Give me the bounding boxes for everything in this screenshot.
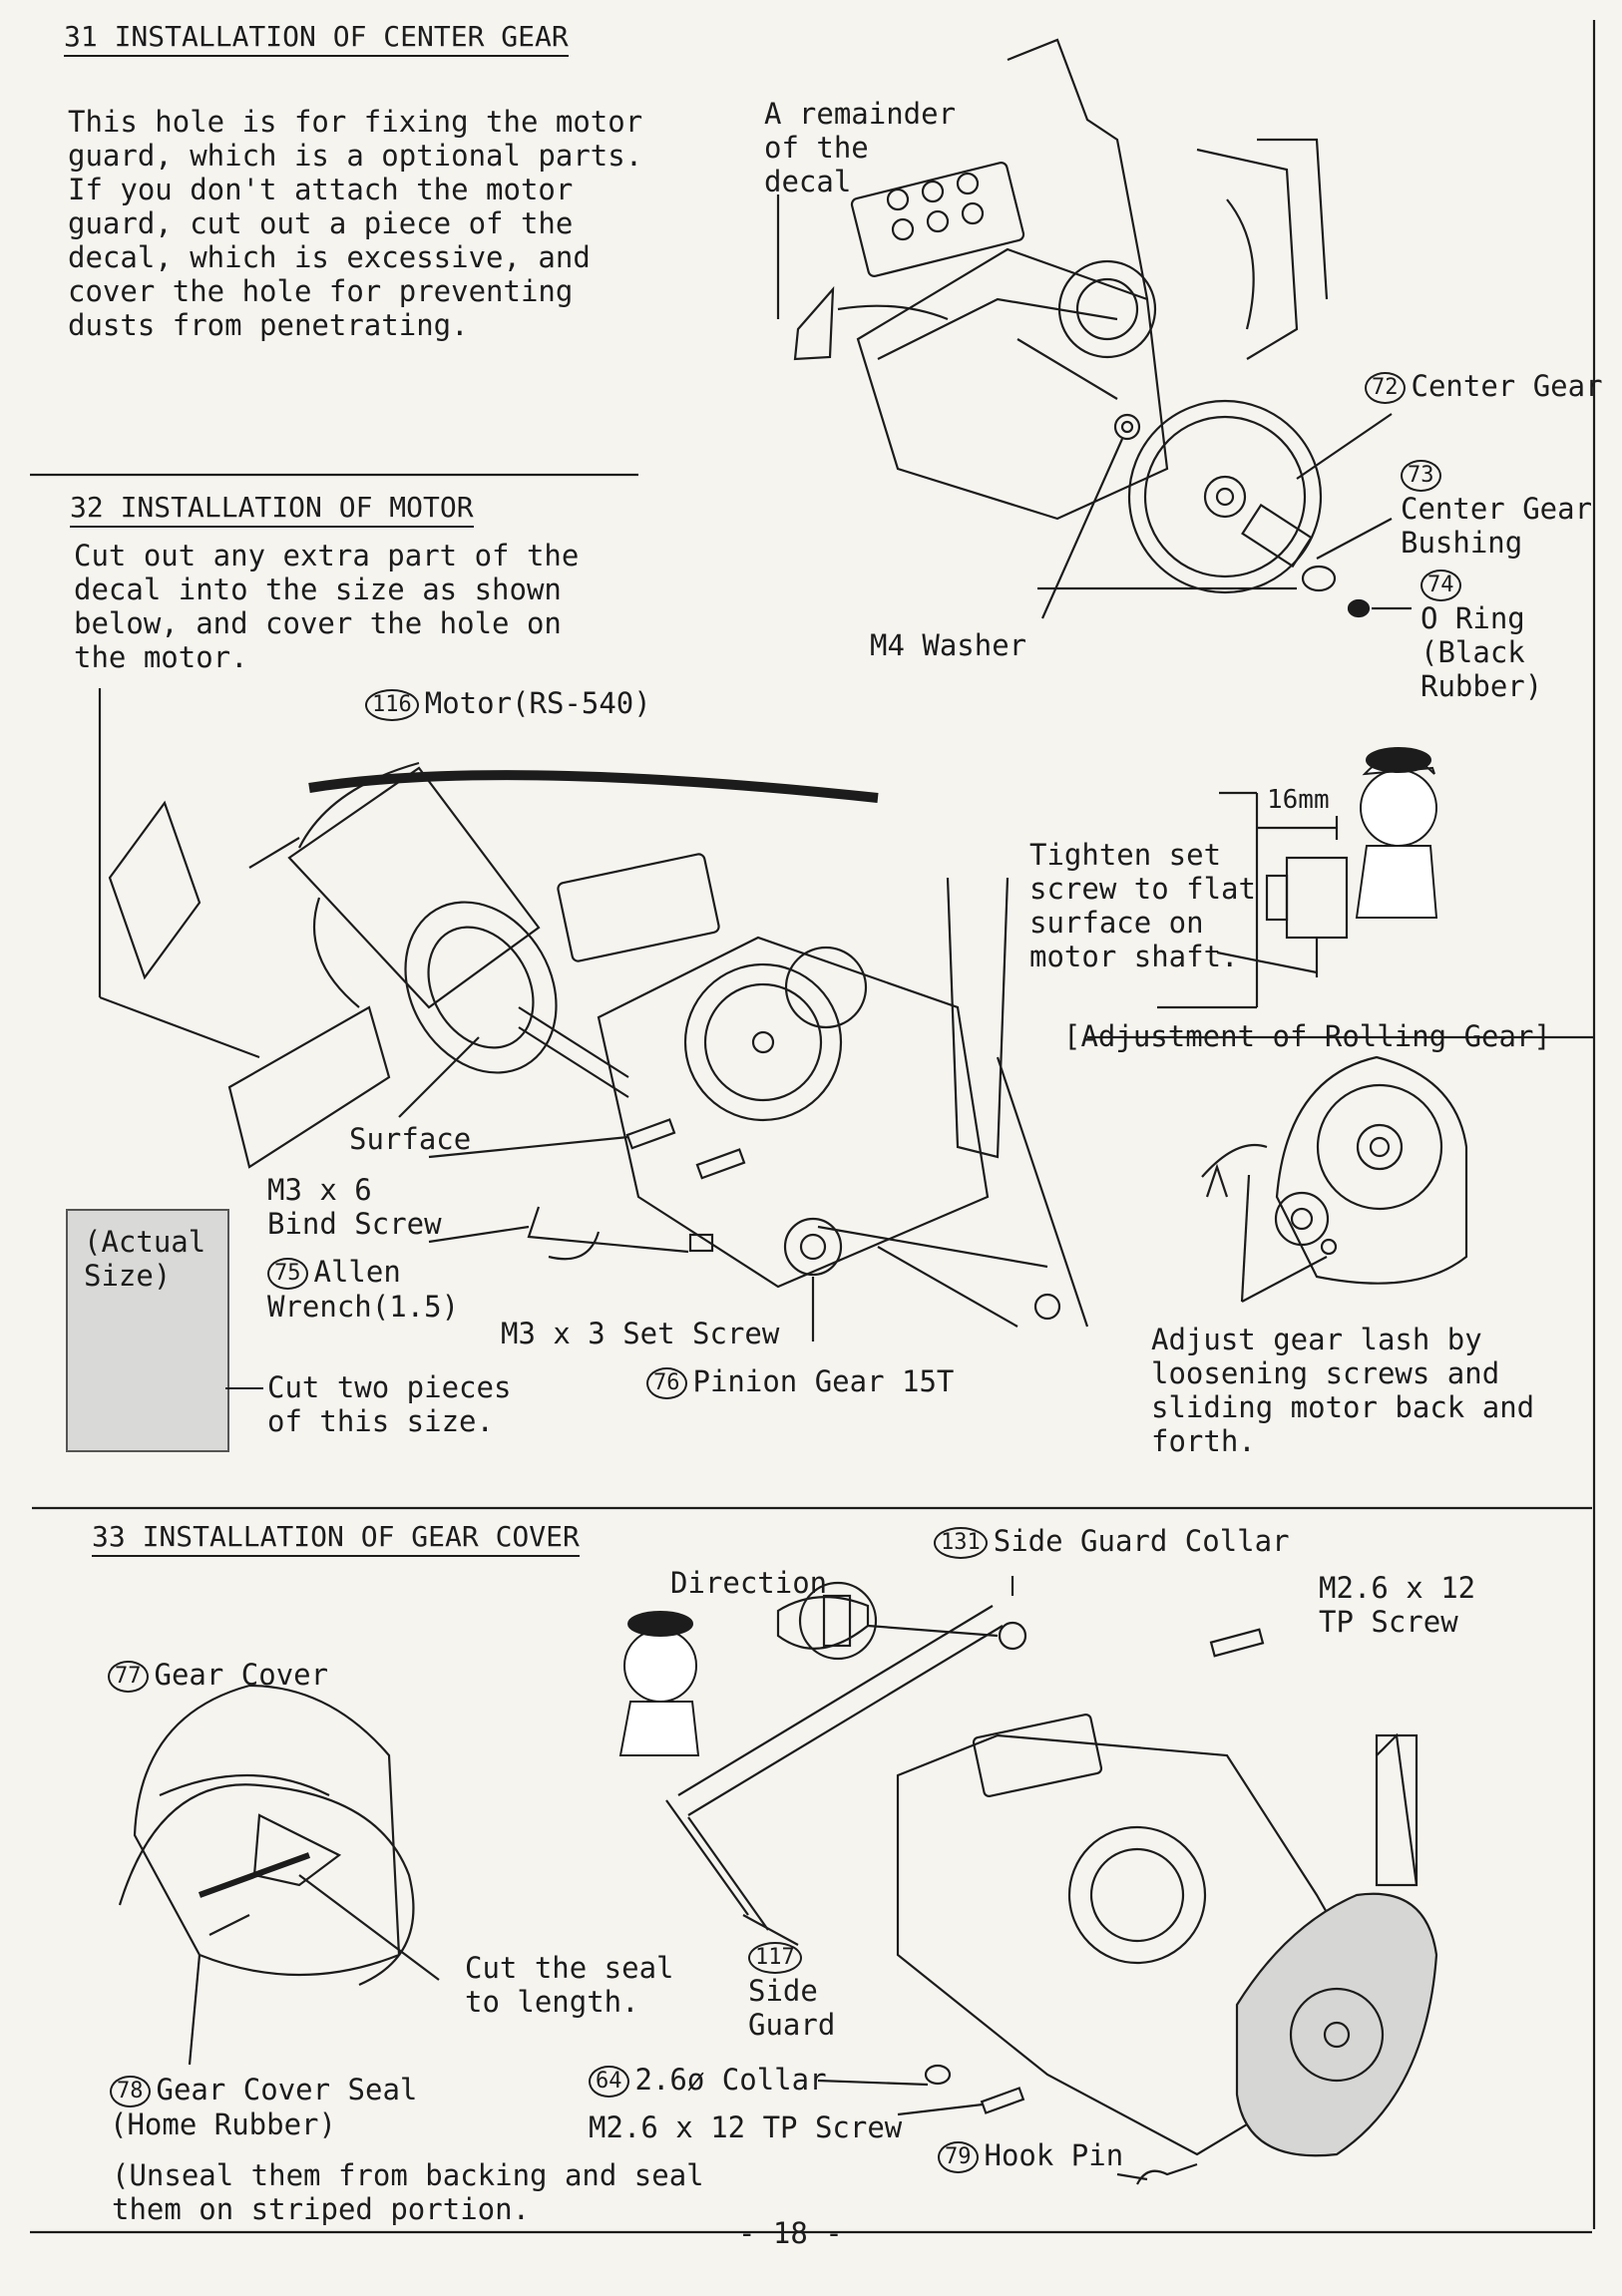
tp-screw-top-label: M2.6 x 12 TP Screw	[1319, 1571, 1476, 1639]
allen-wrench-text: Allen Wrench(1.5)	[267, 1255, 460, 1324]
rolling-gear-title: [Adjustment of Rolling Gear]	[1063, 1019, 1551, 1053]
mascot-figure-top	[1355, 747, 1438, 919]
motor-text: Motor(RS-540)	[424, 686, 651, 720]
direction-label: Direction	[670, 1566, 828, 1600]
set-screw-label: M3 x 3 Set Screw	[501, 1317, 780, 1350]
unseal-note: (Unseal them from backing and seal them …	[112, 2158, 704, 2226]
part-number-116: 116	[365, 689, 419, 721]
center-gear-bushing-label: 73 Center Gear Bushing	[1401, 457, 1592, 560]
pinion-gear-text: Pinion Gear 15T	[692, 1364, 955, 1398]
bind-screw-label: M3 x 6 Bind Screw	[267, 1173, 442, 1241]
section-33-title: 33 INSTALLATION OF GEAR COVER	[92, 1520, 580, 1557]
o-ring-label: 74 O Ring (Black Rubber)	[1420, 567, 1542, 703]
decal-remainder-label: A remainder of the decal	[764, 97, 957, 198]
hook-pin-text: Hook Pin	[984, 2138, 1124, 2172]
center-gear-text: Center Gear	[1411, 369, 1603, 403]
part-number-76: 76	[646, 1367, 687, 1399]
part-number-74: 74	[1420, 570, 1461, 601]
dimension-16mm: 16mm	[1267, 785, 1330, 815]
section-31-title: 31 INSTALLATION OF CENTER GEAR	[64, 20, 569, 57]
actual-size-label: (Actual Size)	[84, 1225, 206, 1293]
part-number-78: 78	[110, 2076, 151, 2107]
part-number-73: 73	[1401, 460, 1441, 492]
part-number-64: 64	[589, 2066, 629, 2098]
part-number-117: 117	[748, 1942, 802, 1974]
part-number-77: 77	[108, 1661, 149, 1693]
o-ring-text: O Ring (Black Rubber)	[1420, 601, 1543, 703]
adjust-gear-lash-note: Adjust gear lash by loosening screws and…	[1151, 1323, 1535, 1458]
side-guard-label: 117 Side Guard	[748, 1939, 835, 2042]
motor-installation-drawing	[98, 688, 1594, 1341]
mascot-figure-bottom	[618, 1611, 700, 1756]
gear-cover-seal-text: Gear Cover Seal (Home Rubber)	[110, 2073, 418, 2141]
part-number-75: 75	[267, 1258, 308, 1290]
part-number-79: 79	[938, 2141, 979, 2173]
cut-seal-note: Cut the seal to length.	[465, 1951, 674, 2019]
surface-label: Surface	[349, 1122, 472, 1156]
part-number-72: 72	[1365, 372, 1406, 404]
bushing-text: Center Gear Bushing	[1401, 492, 1593, 560]
gear-cover-text: Gear Cover	[154, 1658, 329, 1692]
tighten-set-screw-note: Tighten set screw to flat surface on mot…	[1029, 838, 1256, 973]
page-number: - 18 -	[738, 2216, 843, 2250]
side-guard-collar-text: Side Guard Collar	[993, 1524, 1290, 1558]
collar-26-text: 2.6ø Collar	[634, 2063, 827, 2097]
section-32-title: 32 INSTALLATION OF MOTOR	[70, 491, 474, 528]
tp-screw-bottom-label: M2.6 x 12 TP Screw	[589, 2110, 903, 2144]
cut-two-pieces-note: Cut two pieces of this size.	[267, 1370, 512, 1438]
section-31-note: This hole is for fixing the motor guard,…	[68, 105, 643, 342]
side-guard-text: Side Guard	[748, 1974, 836, 2042]
center-gear-chassis-drawing	[776, 38, 1412, 619]
actual-size-decal-sample: (Actual Size)	[66, 1209, 229, 1452]
section-32-note: Cut out any extra part of the decal into…	[74, 539, 580, 674]
part-number-131: 131	[934, 1527, 988, 1559]
m4-washer-label: M4 Washer	[870, 628, 1027, 662]
